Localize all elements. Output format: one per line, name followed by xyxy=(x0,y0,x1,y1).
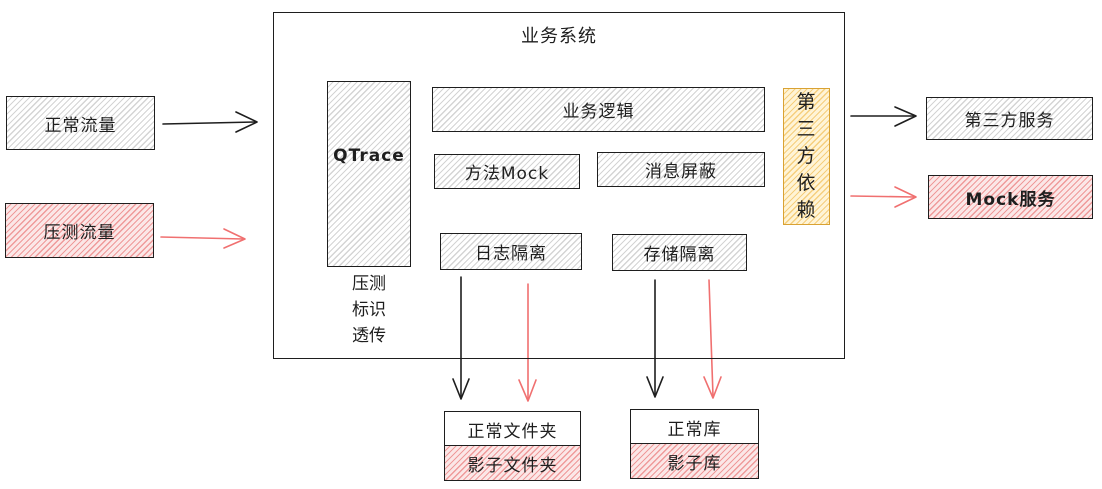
message-shield-label: 消息屏蔽 xyxy=(645,162,717,182)
dependency-char: 三 xyxy=(796,118,817,140)
business-system-title: 业务系统 xyxy=(521,26,597,47)
log-isolation-box: 日志隔离 xyxy=(440,233,582,270)
third-party-dependency-box: 第 三 方 依 赖 xyxy=(783,88,830,225)
dependency-char: 第 xyxy=(796,91,817,113)
log-normal-arrow xyxy=(452,276,470,400)
business-logic-box: 业务逻辑 xyxy=(432,87,765,132)
qtrace-caption-line: 标识 xyxy=(352,300,386,320)
storage-shadow-arrow xyxy=(703,279,722,399)
business-system-frame xyxy=(273,12,845,359)
normal-traffic-arrow xyxy=(162,111,258,133)
qtrace-box: QTrace xyxy=(327,81,411,267)
dependency-char: 方 xyxy=(796,145,817,167)
shadow-folder-box: 影子文件夹 xyxy=(444,445,581,481)
normal-folder-box: 正常文件夹 xyxy=(444,411,581,447)
log-shadow-arrow xyxy=(518,283,537,402)
qtrace-caption: 压测 标识 透传 xyxy=(327,271,411,349)
qtrace-caption-line: 透传 xyxy=(352,326,386,346)
normal-db-label: 正常库 xyxy=(667,419,722,440)
storage-normal-arrow xyxy=(646,279,664,398)
storage-isolation-label: 存储隔离 xyxy=(643,245,716,265)
normal-folder-label: 正常文件夹 xyxy=(467,421,558,442)
qtrace-caption-line: 压测 xyxy=(352,274,386,294)
stress-traffic-box: 压测流量 xyxy=(5,203,154,258)
message-shield-box: 消息屏蔽 xyxy=(597,152,765,187)
method-mock-box: 方法Mock xyxy=(434,154,580,189)
business-logic-label: 业务逻辑 xyxy=(562,102,635,122)
storage-isolation-box: 存储隔离 xyxy=(612,234,747,271)
normal-traffic-label: 正常流量 xyxy=(44,115,117,136)
shadow-folder-label: 影子文件夹 xyxy=(467,455,558,476)
third-party-service-label: 第三方服务 xyxy=(964,111,1055,131)
log-isolation-label: 日志隔离 xyxy=(475,244,547,264)
mock-service-arrow xyxy=(850,186,917,208)
method-mock-label: 方法Mock xyxy=(464,164,550,184)
normal-traffic-box: 正常流量 xyxy=(6,96,155,150)
dependency-char: 依 xyxy=(796,172,817,194)
mock-service-label: Mock服务 xyxy=(965,189,1056,210)
stress-traffic-arrow xyxy=(160,228,246,249)
shadow-db-box: 影子库 xyxy=(630,443,759,479)
dependency-char: 赖 xyxy=(796,199,817,221)
shadow-db-label: 影子库 xyxy=(667,453,722,474)
stress-traffic-label: 压测流量 xyxy=(43,223,116,243)
third-party-arrow xyxy=(850,106,917,127)
third-party-service-box: 第三方服务 xyxy=(926,97,1093,140)
qtrace-label: QTrace xyxy=(333,146,405,166)
normal-db-box: 正常库 xyxy=(630,409,759,445)
mock-service-box: Mock服务 xyxy=(928,175,1093,219)
